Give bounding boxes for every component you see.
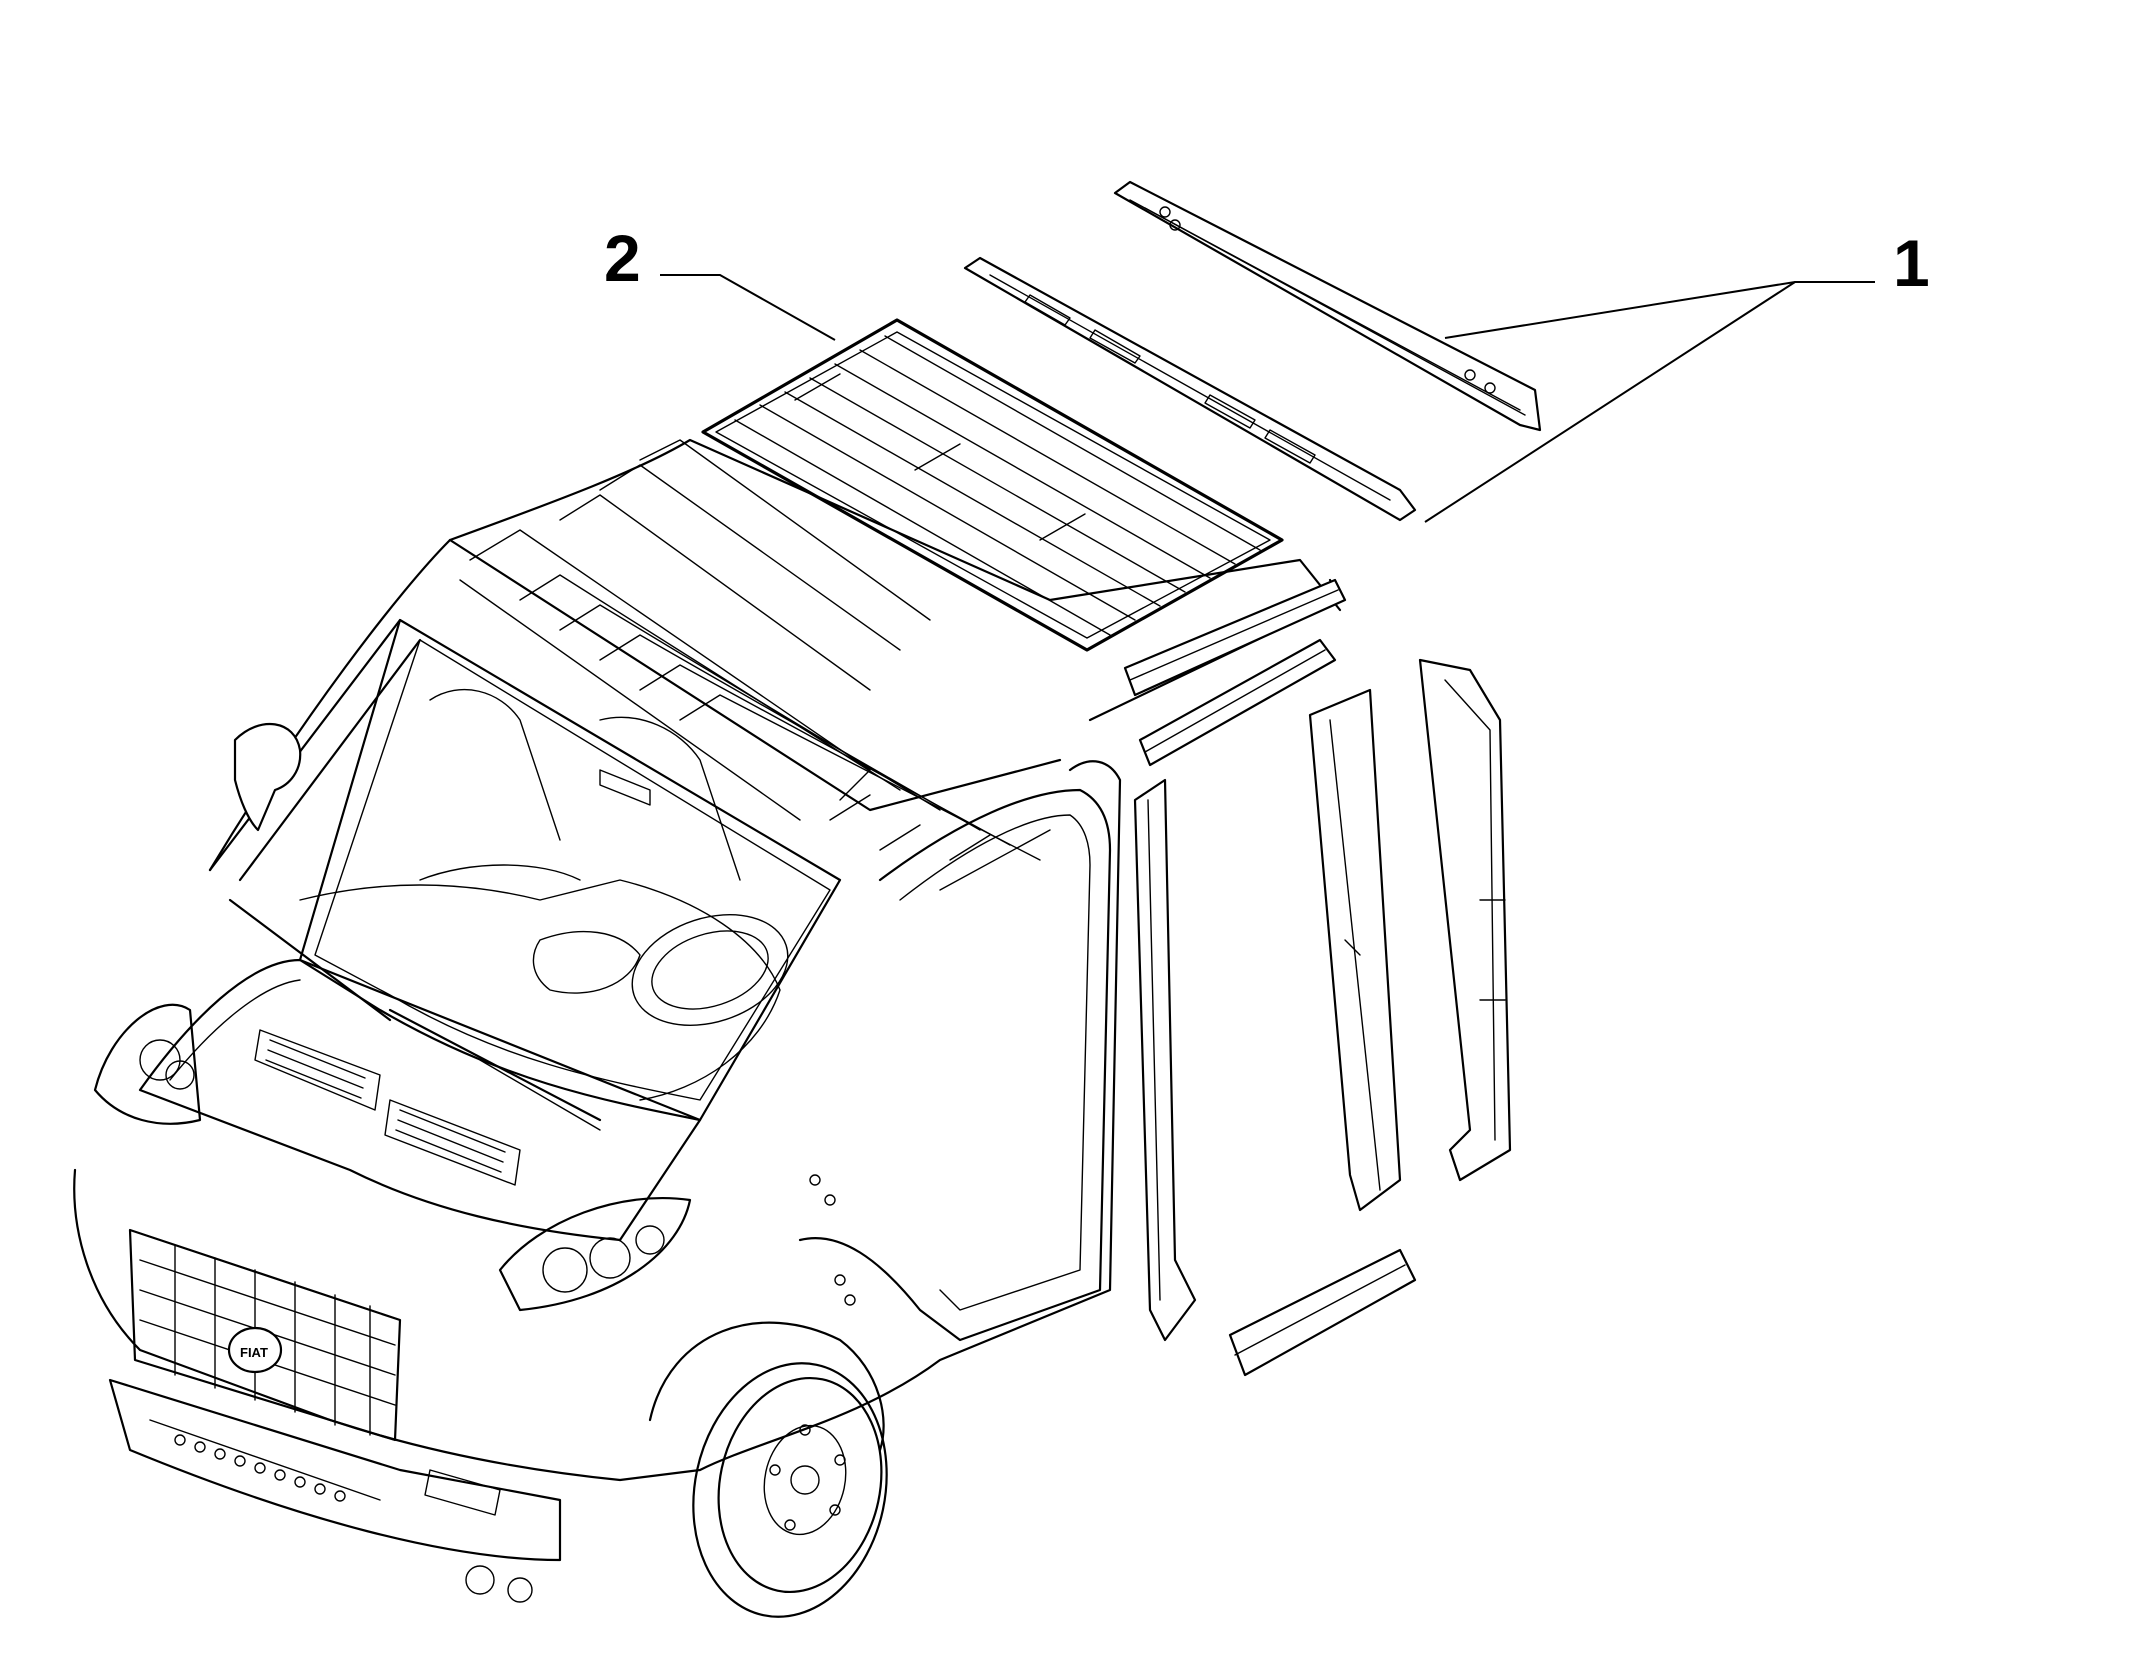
exploded-body-parts (1123, 578, 1512, 1377)
brand-logo (227, 1326, 283, 1374)
callout-1-leader-lower (1424, 281, 1796, 523)
callout-1: 1 (1424, 226, 1930, 523)
callout-1-label: 1 (1893, 226, 1930, 300)
roof-rail-upper-part (1113, 180, 1542, 432)
van-illustration: FIAT (73, 438, 1342, 1618)
roof-rail-lower-part (963, 256, 1417, 522)
callout-2: 2 (604, 221, 836, 341)
callout-2-leader (660, 274, 836, 341)
callout-2-label: 2 (604, 221, 641, 295)
brand-logo-text: FIAT (240, 1345, 268, 1360)
callout-1-leader-upper (1444, 281, 1875, 339)
roof-panel-part (701, 318, 1284, 652)
